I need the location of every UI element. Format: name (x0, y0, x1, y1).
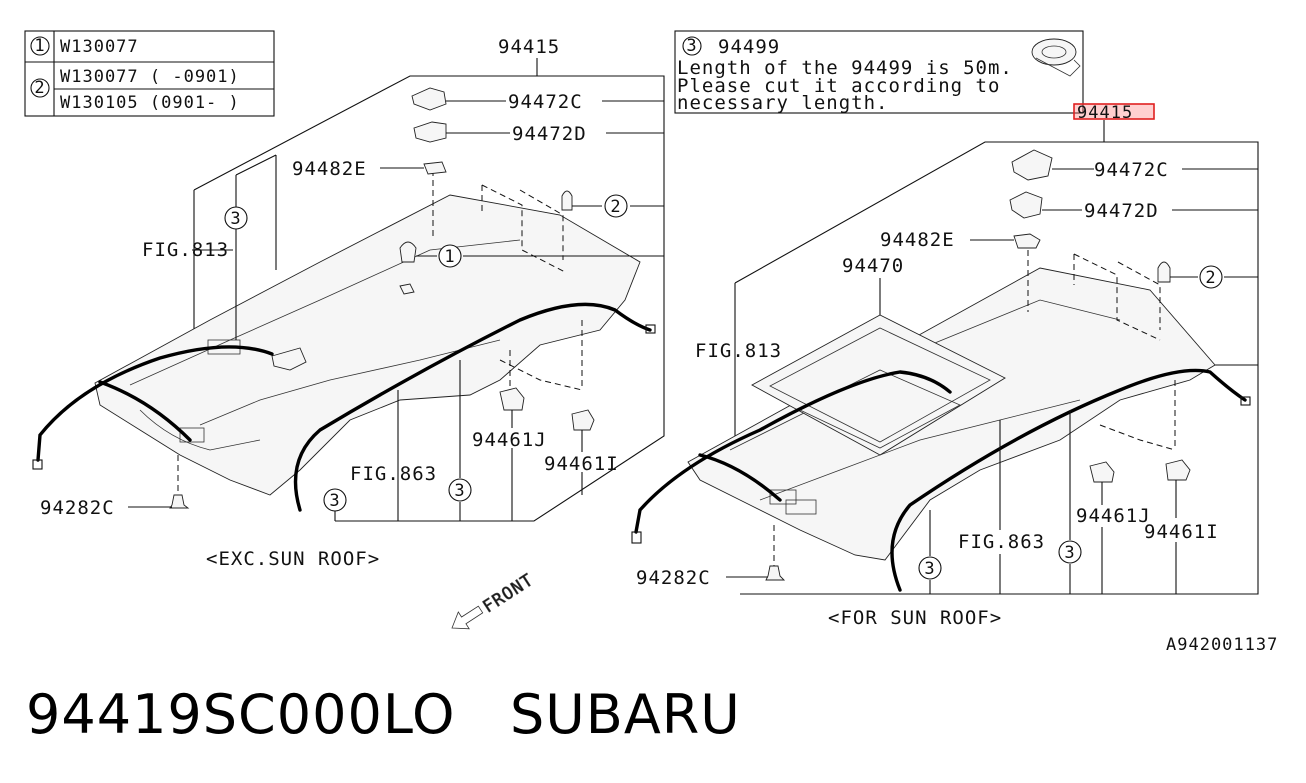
left-label-94282c: 94282C (40, 497, 115, 519)
right-part-94282c-icon (765, 565, 786, 581)
left-wire-side (293, 302, 652, 512)
legend-num-2: 2 (34, 78, 45, 98)
left-label-94415: 94415 (498, 36, 560, 58)
legend-code-1: W130077 (60, 37, 139, 57)
note-line-1: Length of the 94499 is 50m. (677, 57, 1013, 79)
legend-code-2a: W130077 ( -0901) (60, 67, 240, 87)
left-part-94472d-icon (413, 121, 447, 143)
right-part-94461i-icon (1165, 459, 1191, 481)
right-part-94472d-icon (1009, 191, 1043, 219)
right-label-94282c: 94282C (636, 567, 711, 589)
right-label-94472d: 94472D (1084, 200, 1159, 222)
left-label-94461i: 94461I (544, 453, 619, 475)
note-num: 3 (686, 36, 697, 56)
right-label-94415: 94415 (1077, 103, 1133, 123)
left-circle3-top: 3 (230, 209, 241, 229)
legend-code-2b: W130105 (0901- ) (60, 93, 240, 113)
left-clip1-icon (399, 241, 417, 263)
right-wire-roof (634, 370, 952, 534)
tape-roll-icon (1031, 38, 1081, 77)
page-footer: 94419SC000LO SUBARU (26, 683, 741, 746)
legend-num-1: 1 (34, 36, 45, 56)
right-label-94472c: 94472C (1094, 159, 1169, 181)
left-label-94472c: 94472C (508, 91, 583, 113)
right-headliner (687, 267, 1216, 561)
note-line-3: necessary length. (677, 92, 888, 114)
footer-brand: SUBARU (510, 683, 741, 746)
right-circle3-mid: 3 (1064, 543, 1075, 563)
left-label-fig813: FIG.813 (142, 239, 229, 261)
note-circle-3 (682, 36, 702, 56)
right-clip2-num: 2 (1205, 268, 1216, 288)
left-headliner (94, 194, 641, 496)
right-circle3-low: 3 (924, 559, 935, 579)
note-box: 3 94499 Length of the 94499 is 50m. Plea… (674, 30, 1084, 114)
right-label-94461i: 94461I (1144, 521, 1219, 543)
left-clip2-icon (561, 190, 573, 211)
left-caption: <EXC.SUN ROOF> (206, 548, 380, 570)
left-assembly: 94415 (32, 36, 665, 570)
left-clip1-num: 1 (444, 247, 455, 267)
left-circle3-mid: 3 (454, 481, 465, 501)
right-clip2-icon (1157, 261, 1171, 283)
left-label-fig863: FIG.863 (350, 463, 437, 485)
left-circle3-low: 3 (329, 491, 340, 511)
left-part-94472c-icon (411, 87, 447, 111)
highlight-box (1073, 103, 1155, 120)
right-part-94461j-icon (1089, 461, 1115, 483)
right-part-94472c-icon (1011, 149, 1053, 181)
right-assembly: 94415 (631, 103, 1259, 629)
right-caption: <FOR SUN ROOF> (828, 607, 1002, 629)
note-line-2: Please cut it according to (677, 75, 1000, 97)
sunroof-frame-94470 (751, 314, 1006, 456)
legend-circle-2 (30, 78, 50, 98)
legend-circle-1 (30, 36, 50, 56)
front-arrow: FRONT (451, 570, 538, 630)
footer-part-number: 94419SC000LO (26, 683, 456, 746)
right-label-94461j: 94461J (1076, 505, 1151, 527)
left-label-94461j: 94461J (472, 429, 547, 451)
legend-table: 1 2 W130077 W130077 ( -0901) W130105 (09… (24, 30, 275, 117)
left-part-94461i-icon (571, 409, 595, 431)
left-part-94461j-icon (499, 387, 525, 411)
right-label-94482e: 94482E (880, 229, 955, 251)
left-label-94482e: 94482E (292, 158, 367, 180)
right-label-fig863: FIG.863 (958, 531, 1045, 553)
image-code: A942001137 (1166, 635, 1279, 655)
front-label: FRONT (480, 570, 538, 617)
left-clip2-num: 2 (610, 197, 621, 217)
right-wire-side (890, 368, 1247, 592)
right-part-94482e-icon (1013, 233, 1041, 249)
left-part-94482e-icon (423, 161, 447, 175)
note-part: 94499 (718, 36, 780, 58)
right-label-94470: 94470 (842, 255, 904, 277)
left-label-94472d: 94472D (512, 123, 587, 145)
right-label-fig813: FIG.813 (695, 340, 782, 362)
left-wire-rear (36, 345, 274, 462)
left-part-94282c-icon (169, 494, 190, 509)
